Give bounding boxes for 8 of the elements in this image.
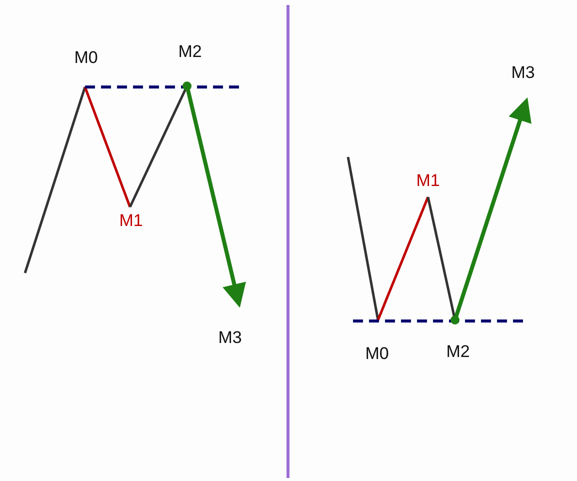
point-label: M3	[511, 63, 535, 83]
point-label: M2	[178, 42, 202, 62]
point-label: M1	[119, 211, 143, 231]
point-label: M3	[218, 328, 242, 348]
point-label: M2	[446, 342, 470, 362]
point-label: M0	[365, 344, 389, 364]
point-label: M1	[416, 171, 440, 191]
point-label: M0	[74, 48, 98, 68]
